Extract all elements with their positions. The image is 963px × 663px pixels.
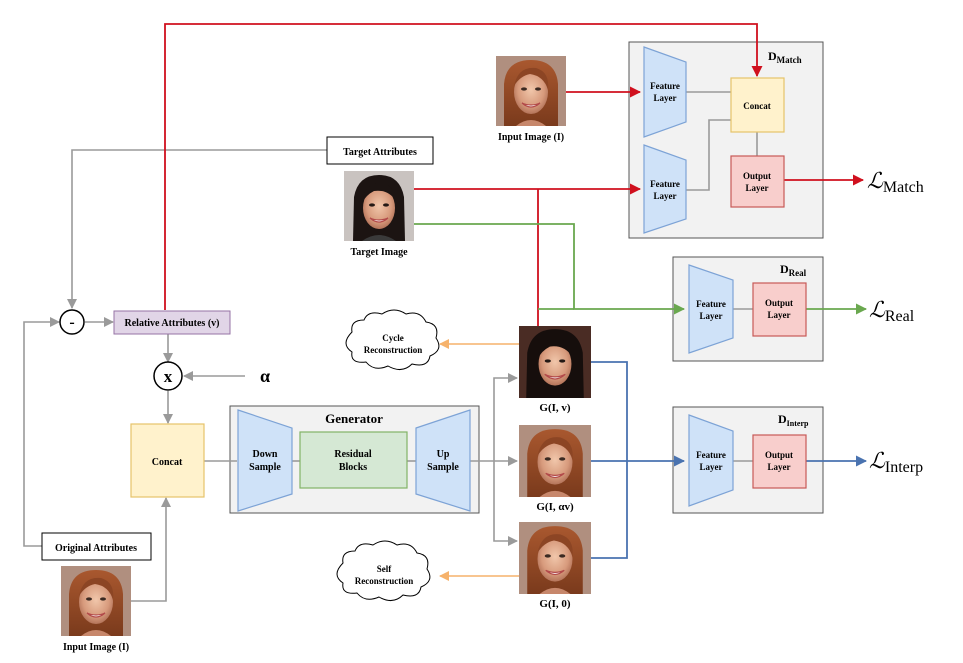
input-image-bottom-caption: Input Image (I)	[63, 642, 129, 653]
down-sample-line1: Down	[252, 449, 277, 460]
target-image-caption: Target Image	[350, 247, 408, 258]
cycle-cloud-line1: Cycle	[382, 333, 404, 343]
match-feature-layer-top	[643, 46, 687, 138]
residual-blocks-line1: Residual	[334, 449, 371, 460]
residual-blocks-line2: Blocks	[339, 462, 367, 473]
self-cloud-line1: Self	[377, 564, 393, 574]
match-output-layer	[730, 155, 785, 208]
original-attributes-label: Original Attributes	[55, 543, 137, 554]
loss-match-label: ℒMatch	[867, 168, 924, 196]
match-feature-bottom-line2: Layer	[654, 191, 677, 201]
match-concat-box	[730, 77, 785, 133]
target-attributes-box	[326, 136, 434, 165]
relative-attributes-box	[113, 310, 231, 335]
d-interp-title: DInterp	[778, 412, 809, 428]
input-concat-label: Concat	[152, 457, 183, 468]
input-image-top-caption: Input Image (I)	[498, 132, 564, 143]
match-feature-top-line2: Layer	[654, 93, 677, 103]
target-image	[344, 171, 414, 241]
real-output-line2: Layer	[768, 310, 791, 320]
generated-image-zero-caption: G(I, 0)	[539, 598, 571, 610]
generated-image-alpha-v	[519, 425, 591, 497]
multiply-operator	[153, 361, 183, 391]
interp-feature-layer	[688, 414, 734, 507]
match-feature-bottom-line1: Feature	[650, 179, 680, 189]
original-attributes-box	[41, 532, 152, 561]
interp-output-layer	[752, 434, 807, 489]
relative-attributes-label: Relative Attributes (v)	[125, 318, 220, 329]
match-output-line1: Output	[743, 171, 771, 181]
cycle-reconstruction-cloud: Cycle Reconstruction	[345, 309, 440, 370]
target-attributes-label: Target Attributes	[343, 147, 417, 158]
up-sample-line2: Sample	[427, 462, 459, 473]
blue-connections	[591, 361, 867, 559]
gray-connections	[23, 91, 758, 602]
generated-image-zero	[519, 522, 591, 594]
up-sample-block	[415, 409, 471, 512]
d-real-title: DReal	[780, 262, 807, 278]
interp-output-line1: Output	[765, 450, 793, 460]
real-feature-line2: Layer	[700, 311, 723, 321]
up-sample-line1: Up	[437, 449, 450, 460]
d-match-title: DMatch	[768, 49, 802, 65]
match-output-line2: Layer	[746, 183, 769, 193]
match-concat-label: Concat	[743, 101, 771, 111]
generated-image-alpha-v-caption: G(I, αv)	[536, 501, 574, 513]
red-connections	[164, 23, 864, 326]
generator-title: Generator	[325, 411, 383, 426]
loss-interp-label: ℒInterp	[869, 448, 923, 476]
generated-image-v-caption: G(I, v)	[539, 402, 571, 414]
cycle-cloud-line2: Reconstruction	[364, 345, 423, 355]
minus-symbol: -	[69, 314, 74, 331]
generated-image-v	[519, 326, 591, 398]
match-feature-layer-bottom	[643, 144, 687, 234]
self-cloud-line2: Reconstruction	[355, 576, 414, 586]
match-feature-top-line1: Feature	[650, 81, 680, 91]
multiply-symbol: x	[164, 367, 173, 386]
interp-feature-line2: Layer	[700, 462, 723, 472]
real-output-line1: Output	[765, 298, 793, 308]
down-sample-line2: Sample	[249, 462, 281, 473]
input-image-bottom	[61, 566, 131, 636]
input-image-top	[496, 56, 566, 126]
alpha-symbol: α	[260, 366, 270, 386]
input-concat-box	[130, 423, 205, 498]
down-sample-block	[237, 409, 293, 512]
self-reconstruction-cloud: Self Reconstruction	[336, 540, 431, 601]
orange-connections	[439, 339, 519, 581]
green-connections	[414, 223, 867, 315]
real-output-layer	[752, 282, 807, 337]
real-feature-layer	[688, 264, 734, 354]
residual-blocks	[299, 431, 408, 489]
loss-real-label: ℒReal	[869, 297, 915, 325]
minus-operator	[59, 309, 85, 335]
interp-output-line2: Layer	[768, 462, 791, 472]
real-feature-line1: Feature	[696, 299, 726, 309]
interp-feature-line1: Feature	[696, 450, 726, 460]
